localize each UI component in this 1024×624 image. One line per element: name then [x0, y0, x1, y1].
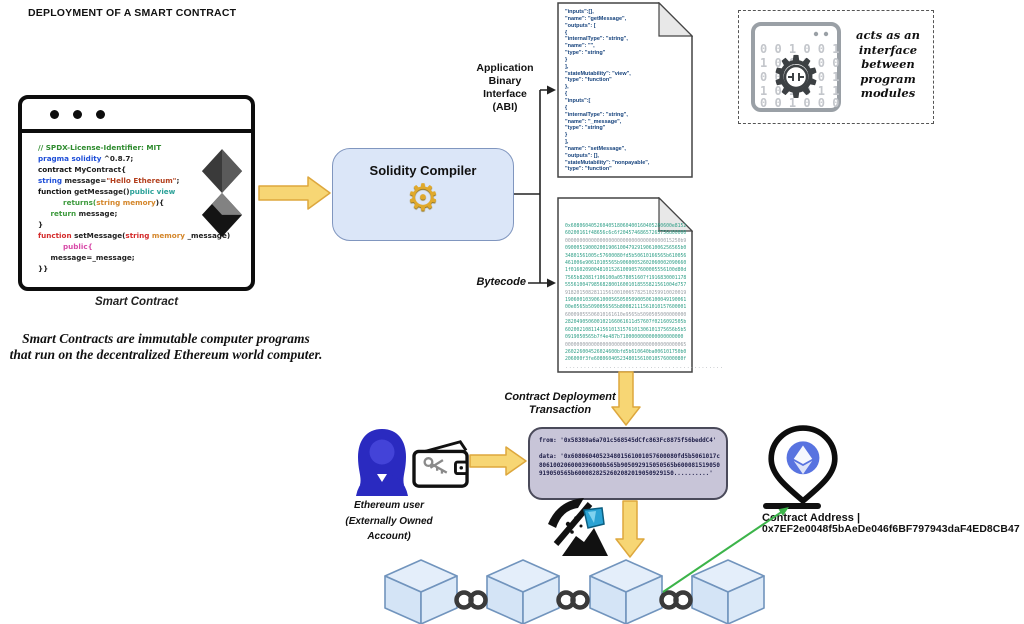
chain-link-icon: [559, 593, 588, 608]
contract-address-value: 0x7EF2e0048f5bAeDe046f6BF797943daF4ED8CB…: [762, 524, 1020, 535]
transaction-payload: from: '0x58380a6a701c568545dCfc863Fc8875…: [539, 438, 720, 477]
document-page-icon: [557, 1, 694, 178]
page-title: DEPLOYMENT OF A SMART CONTRACT: [28, 7, 237, 19]
window-dot-icon: [96, 109, 105, 119]
abi-json-text: "inputs":[],"name": "getMessage","output…: [565, 9, 650, 173]
keys-icon: [423, 457, 448, 474]
abi-note-box: [738, 10, 934, 124]
compiler-label: Solidity Compiler: [369, 163, 477, 178]
window-dot-icon: [73, 109, 82, 119]
solidity-compiler-box: Solidity Compiler ⚙: [332, 148, 514, 241]
arrow-transaction-to-blockchain-icon: [615, 500, 645, 558]
arrow-wallet-to-transaction-icon: [469, 446, 527, 476]
block-cube: [589, 559, 663, 624]
bytecode-label: Bytecode: [476, 276, 526, 288]
window-titlebar: [22, 99, 251, 133]
document-page-icon: [557, 196, 694, 373]
smart-contract-tagline: Smart Contracts are immutable computer p…: [9, 331, 323, 362]
svg-text:1 0 1 0 1 1: 1 0 1 0 1 1: [760, 84, 839, 98]
mining-icon: [548, 498, 608, 556]
chain-link-icon: [457, 593, 486, 608]
contract-address-label: Contract Address |: [762, 512, 861, 524]
program-module-icon: 0 0 1 0 0 1 0 0 1 0 0 1 0 0 1 0 0 1 0 0 …: [751, 22, 842, 112]
location-pin-icon: [768, 425, 838, 505]
svg-text:0 0 1 0 0 0 0: 0 0 1 0 0 0 0: [760, 96, 842, 110]
connector-compiler-to-outputs: [514, 89, 547, 284]
transaction-box: from: '0x58380a6a701c568545dCfc863Fc8875…: [528, 427, 728, 500]
chain-link-icon: [662, 593, 691, 608]
blockchain: [384, 559, 765, 624]
ethereum-user-icon: [356, 429, 408, 496]
wallet-icon: [412, 440, 469, 488]
block-cube: [486, 559, 560, 624]
block-cube: [384, 559, 458, 624]
ethereum-logo-icon: [793, 445, 813, 475]
abi-document: "inputs":[],"name": "getMessage","output…: [557, 1, 694, 178]
solidity-logo-icon: [201, 149, 243, 237]
plug-icon: [788, 73, 804, 81]
pin-base: [763, 503, 821, 509]
svg-text:0 0 1 0 0 1 0 0: 0 0 1 0 0 1 0 0: [760, 42, 842, 56]
gear-icon: ⚙: [406, 177, 440, 218]
svg-text:1 0 0 1 0 0 1: 1 0 0 1 0 0 1: [760, 56, 842, 70]
bytecode-hex-text: 0x60806040526040518060400160405280600e81…: [565, 224, 724, 370]
bytecode-document: 0x60806040526040518060400160405280600e81…: [557, 196, 723, 373]
arrow-code-to-compiler-icon: [258, 176, 331, 210]
smart-contract-caption: Smart Contract: [94, 296, 179, 308]
block-cube: [691, 559, 765, 624]
window-dot-icon: [50, 109, 59, 119]
arrowhead-bytecode-icon: [547, 278, 556, 288]
contract-address: Contract Address | 0x7EF2e0048f5bAeDe046…: [762, 512, 1024, 535]
